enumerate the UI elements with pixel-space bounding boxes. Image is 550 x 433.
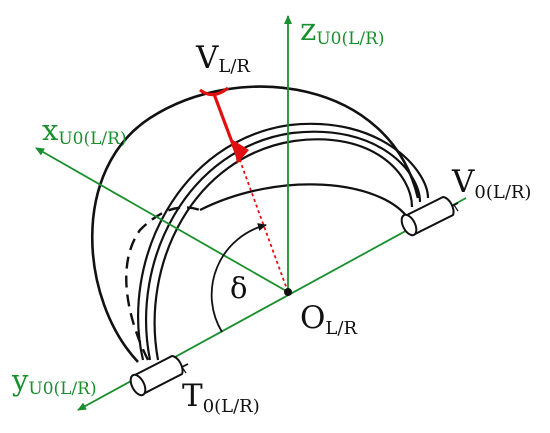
arch-band-inner [153, 138, 414, 361]
y-axis-label: yU0(L/R) [11, 363, 97, 399]
outer-arch [90, 85, 420, 363]
support-v0 [400, 195, 459, 237]
support-t0 [129, 354, 189, 397]
v0-label: V0(L/R) [451, 164, 531, 203]
x-axis-label: xU0(L/R) [42, 113, 127, 149]
inner-arch-line [199, 183, 409, 219]
origin-label: OL/R [300, 300, 357, 339]
t0-label: T0(L/R) [182, 378, 260, 417]
arch-band-middle [145, 130, 422, 361]
angle-label: δ [230, 271, 247, 305]
arch-band-outer [137, 122, 430, 361]
load-cap [199, 86, 229, 97]
angle-arc [210, 223, 267, 333]
z-axis-label: zU0(L/R) [300, 12, 385, 49]
v-lr-label: VL/R [195, 40, 250, 77]
load-arrowhead [233, 140, 249, 164]
origin-point [284, 288, 292, 296]
x-axis [35, 147, 289, 293]
hidden-dashed-arc [125, 206, 201, 361]
load-line [212, 93, 240, 159]
